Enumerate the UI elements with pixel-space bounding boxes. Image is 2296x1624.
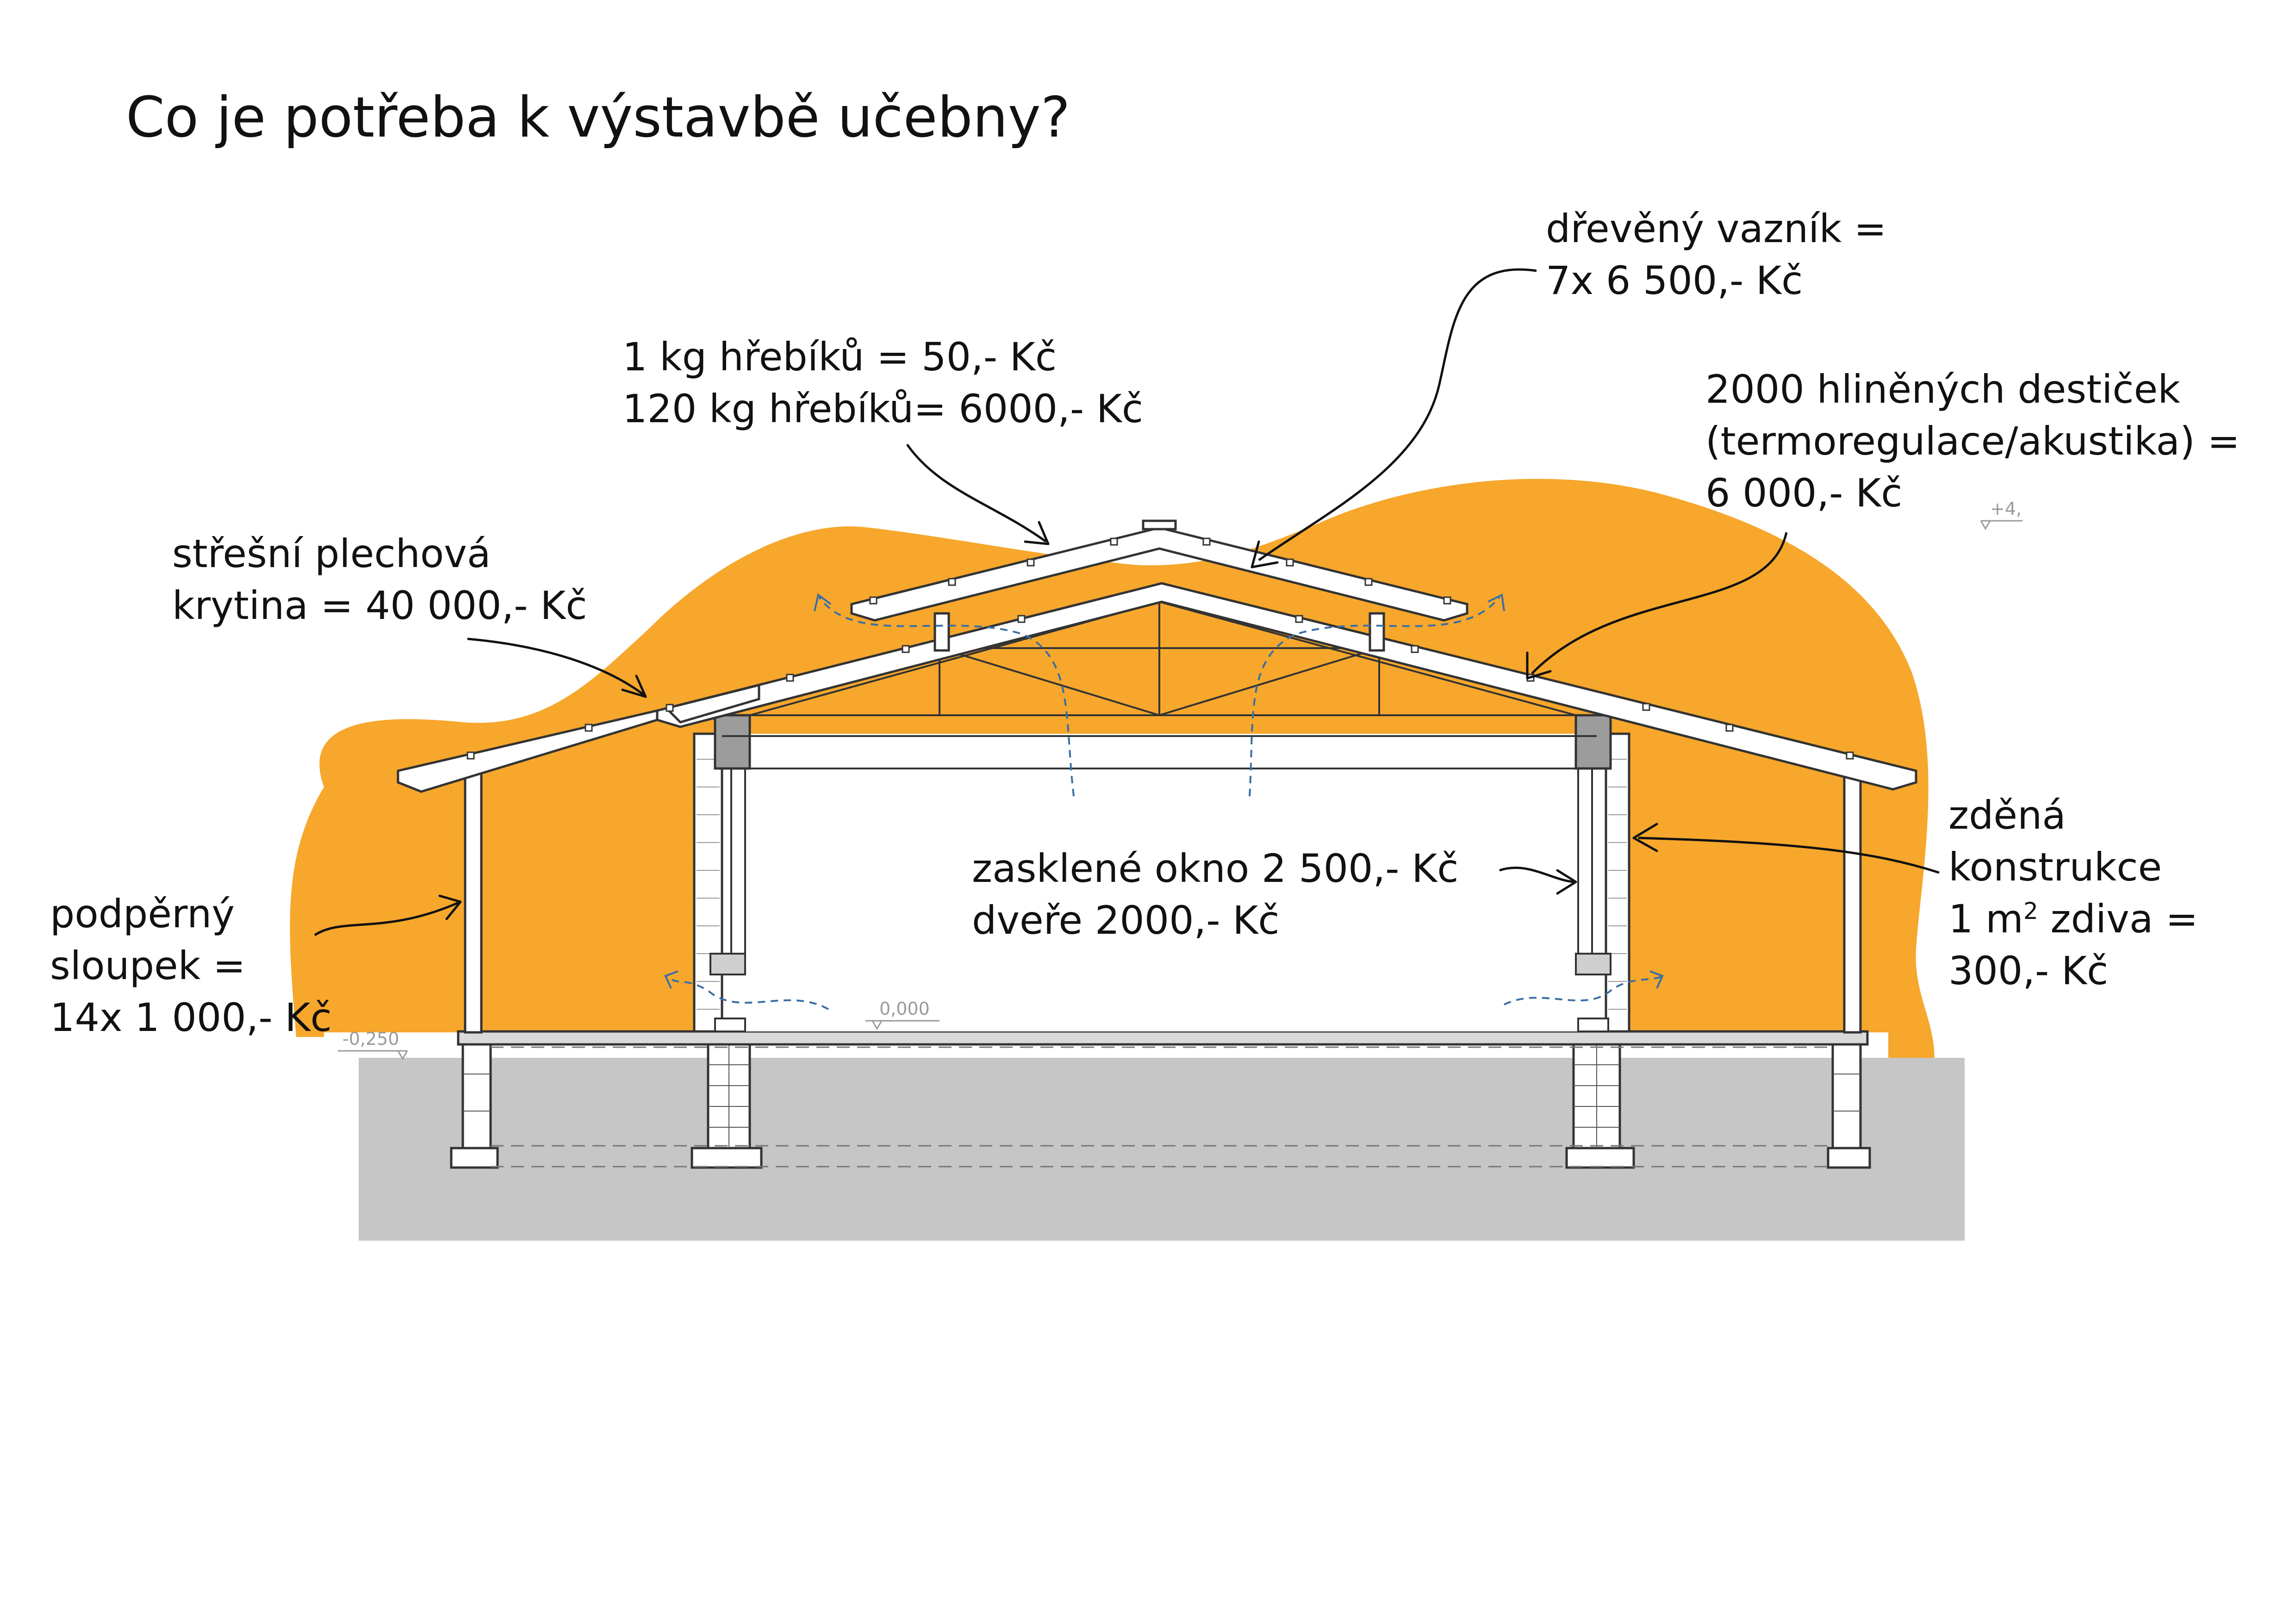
trusses-leader <box>1258 268 1537 562</box>
nails-label: 1 kg hřebíků = 50,- Kč 120 kg hřebíků= 6… <box>622 331 1143 435</box>
window-label-line1: zasklené okno 2 500,- Kč <box>972 846 1459 891</box>
window-leader <box>1499 866 1574 883</box>
support-pillars <box>464 758 1862 1034</box>
level-ridge-label: +4, <box>1990 499 2022 519</box>
masonry-label-line3-b: zdiva = <box>2038 896 2198 942</box>
floor-slab <box>457 1030 1869 1046</box>
roofing-label-line1: střešní plechová <box>172 531 491 576</box>
tiles-label-line2: (termoregulace/akustika) = <box>1705 418 2240 464</box>
roofing-leader <box>467 637 644 696</box>
ground <box>359 1058 1965 1241</box>
window-label-line2: dveře 2000,- Kč <box>972 898 1280 943</box>
masonry-label-line4: 300,- Kč <box>1948 948 2109 993</box>
foundation-brick-lines <box>463 1042 1860 1148</box>
pillar-label-line2: sloupek = <box>50 943 246 988</box>
roof-screws <box>467 537 1854 760</box>
tiles-leader <box>1531 532 1788 675</box>
tiles-label-line1: 2000 hliněných destiček <box>1705 367 2180 412</box>
nails-label-line1: 1 kg hřebíků = 50,- Kč <box>622 334 1057 380</box>
pillar-label: podpěrný sloupek = 14x 1 000,- Kč <box>50 888 332 1043</box>
foundations <box>450 1040 1871 1169</box>
window-label: zasklené okno 2 500,- Kč dveře 2000,- Kč <box>972 843 1458 946</box>
tiles-label: 2000 hliněných destiček (termoregulace/a… <box>1705 363 2240 519</box>
level-ground-label: -0,250 <box>342 1029 399 1049</box>
leader-lines <box>314 268 1940 937</box>
roofing-label-line2: krytina = 40 000,- Kč <box>172 583 587 628</box>
pillar-label-line3: 14x 1 000,- Kč <box>50 995 332 1040</box>
masonry-label: zděná konstrukce 1 m2 zdiva = 300,- Kč <box>1948 789 2198 997</box>
level-markers <box>338 520 2022 1060</box>
pillar-label-line1: podpěrný <box>50 891 235 937</box>
roofing-label: střešní plechová krytina = 40 000,- Kč <box>172 528 587 631</box>
page-title: Co je potřeba k výstavbě učebny? <box>126 86 1070 150</box>
window-frames <box>709 768 1612 1032</box>
pillar-leader <box>314 901 459 937</box>
trusses-label-line1: dřevěný vazník = <box>1546 206 1887 251</box>
masonry-leader <box>1638 837 1940 874</box>
masonry-label-line3-a: 1 m <box>1948 896 2023 942</box>
masonry-label-line2: konstrukce <box>1948 844 2162 890</box>
leader-arrowheads <box>438 521 1658 920</box>
masonry-label-line3: 1 m2 zdiva = <box>1948 893 2198 945</box>
airflow-arrows <box>666 596 1662 1010</box>
level-floor-label: 0,000 <box>879 999 930 1019</box>
nails-label-line2: 120 kg hřebíků= 6000,- Kč <box>622 386 1144 431</box>
wall-brick-pattern <box>697 759 1627 1010</box>
upper-roof <box>850 519 1468 652</box>
trusses-label-line2: 7x 6 500,- Kč <box>1546 258 1803 303</box>
nails-leader <box>906 443 1047 543</box>
airflow-arrowheads <box>664 593 1664 989</box>
room-interior <box>694 734 1624 1031</box>
masonry-label-line3-sup: 2 <box>2023 898 2038 924</box>
masonry-label-line1: zděná <box>1948 793 2066 838</box>
trusses-label: dřevěný vazník = 7x 6 500,- Kč <box>1546 203 1886 306</box>
ring-beams <box>714 714 1612 770</box>
tiles-label-line3: 6 000,- Kč <box>1705 470 1903 516</box>
